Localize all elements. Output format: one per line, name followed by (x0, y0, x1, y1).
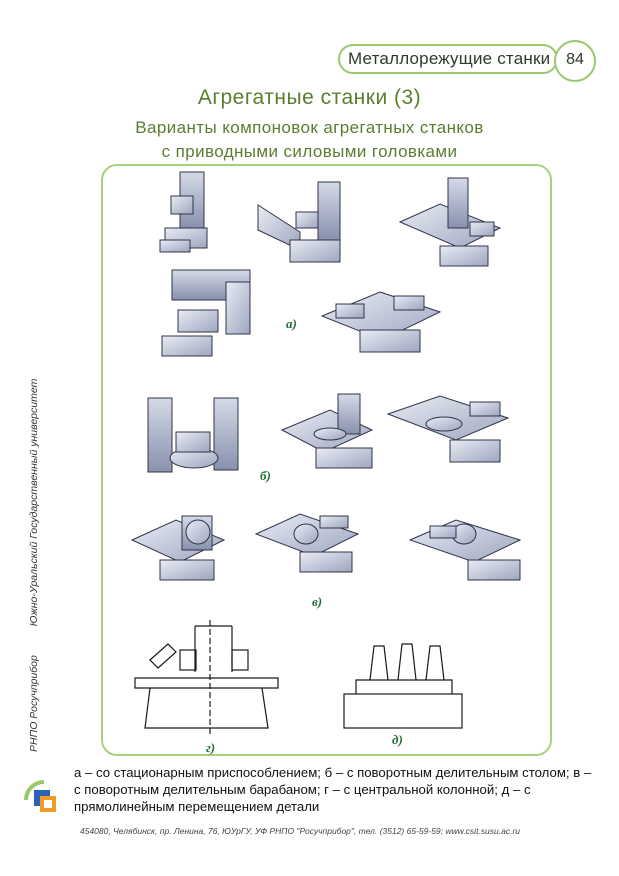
machine-a1 (159, 171, 208, 253)
section-title: Металлорежущие станки (348, 49, 551, 68)
machine-b2 (280, 393, 374, 469)
figure-label-b: б) (260, 468, 271, 483)
page-number-circle (554, 40, 596, 82)
machine-v1 (130, 515, 226, 581)
machine-a3 (398, 177, 502, 267)
machine-v3 (408, 519, 522, 581)
figure-label-a: а) (286, 316, 297, 331)
machine-v2 (254, 513, 360, 573)
publisher-logo-icon (24, 780, 56, 812)
figure-caption: а – со стационарным приспособлением; б –… (74, 765, 592, 814)
figure-label-g: г) (206, 740, 216, 755)
page-subtitle-line1: Варианты компоновок агрегатных станков (135, 118, 484, 137)
university-name: Южно-Уральский Государственный университ… (28, 378, 40, 627)
figure-label-d: д) (392, 732, 403, 747)
footer-contacts: 454080, Челябинск, пр. Ленина, 76, ЮУрГУ… (80, 826, 521, 836)
header-pill (338, 44, 558, 74)
publisher-name: РНПО Росучприбор (28, 655, 40, 752)
machine-b1 (147, 397, 239, 473)
page-title: Агрегатные станки (3) (197, 86, 422, 109)
machine-a2 (257, 181, 341, 263)
side-credits: РНПО Росучприбор Южно-Уральский Государс… (28, 353, 40, 752)
machine-d-linear (343, 643, 463, 729)
machine-a4 (161, 269, 251, 357)
page-number: 84 (566, 51, 584, 68)
machine-b3 (386, 395, 510, 463)
machine-g-central-column (134, 620, 279, 736)
machine-a5 (320, 291, 442, 353)
figure-label-v: в) (312, 594, 323, 609)
figure-frame (101, 164, 552, 756)
page-subtitle-line2: с приводными силовыми головками (161, 142, 458, 161)
